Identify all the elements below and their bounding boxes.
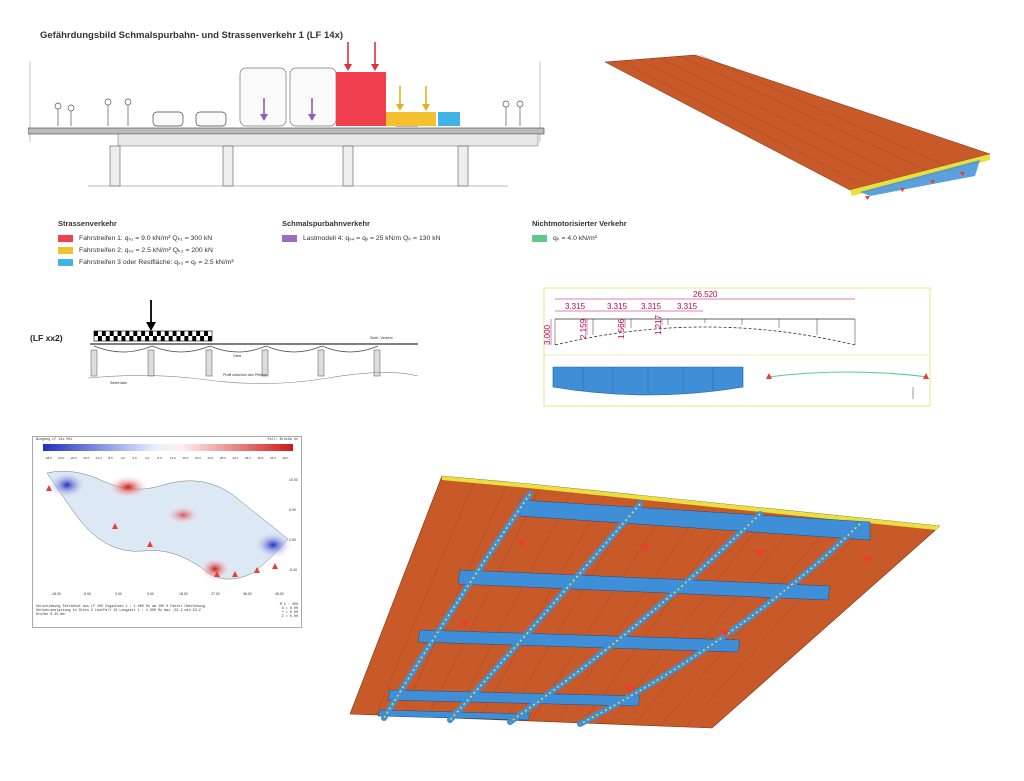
load-lane-3 (438, 112, 460, 126)
arch-dimension-drawing: 26.520 3.315 3.315 3.315 3.315 3.000 2.1… (543, 287, 931, 407)
scale-label: 32.0 (233, 456, 239, 460)
bridge-3d-underside-view (349, 475, 940, 729)
x-tick-label: -18.00 (51, 592, 61, 596)
scale-label: 24.0 (208, 456, 214, 460)
scale-label: 4.0 (145, 456, 150, 460)
plot-header-left: Biegung LF 14x M11 (36, 438, 73, 442)
y-tick-label: -5.00 (289, 568, 297, 572)
deck-3d-top-view (604, 54, 991, 200)
page-title: Gefährdungsbild Schmalspurbahn- und Stra… (40, 30, 344, 41)
legend-swatch (282, 234, 297, 242)
legend-label: Fahrstreifen 1: qₛ₁ = 9.0 kN/m² Qₖ₁ = 30… (79, 235, 213, 242)
y-tick-label: 10.00 (289, 478, 298, 482)
scale-label: -4.0 (120, 456, 126, 460)
plot-header-right: Fall: Brücke 4x (267, 438, 298, 442)
dim-span-4: 3.315 (677, 302, 698, 311)
label-fahrbahn: Seeb. Verkehr (370, 336, 394, 340)
dim-span-2: 3.315 (607, 302, 628, 311)
arch-stiffeners (383, 493, 861, 725)
scale-label: 12.0 (170, 456, 176, 460)
plot-footer-right-line: Z = 0.00 (281, 615, 298, 619)
load-arrows (260, 42, 430, 121)
scale-label: -16.0 (83, 456, 90, 460)
legend-swatch (58, 246, 73, 254)
x-tick-label: 0.00 (115, 592, 122, 596)
scale-label: 0.0 (133, 456, 138, 460)
legend-swatch (532, 234, 547, 242)
x-tick-label: 18.00 (179, 592, 188, 596)
color-scale-bar (43, 444, 293, 451)
legend-label: Fahrstreifen 3 oder Restfläche: qₛ₃ = qᵣ… (79, 259, 234, 266)
plot-footer-line: Verkehrsbelastung in Gleis 2 LastFall 10… (36, 609, 201, 613)
piers (109, 145, 469, 187)
scale-label: 44.0 (270, 456, 276, 460)
x-tick-label: -9.00 (83, 592, 91, 596)
scale-label: 16.0 (183, 456, 189, 460)
plot-footer-right-line: M 1 : 400 (279, 603, 298, 607)
legend-heading: Strassenverkehr (58, 219, 117, 228)
x-tick-label: 36.00 (243, 592, 252, 596)
scale-label: -8.0 (108, 456, 114, 460)
dim-height-2: 2.159 (579, 318, 588, 339)
dim-total: 26.520 (693, 290, 718, 299)
plot-footer-line: Stufen 6.35 mm (36, 613, 65, 617)
legend-strassenverkehr: Strassenverkehr Fahrstreifen 1: qₛ₁ = 9.… (58, 219, 234, 268)
legend-item: qₖ = 4.0 kN/m² (532, 232, 627, 244)
y-tick-label: 0.00 (289, 538, 296, 542)
plot-footer-right-line: Y = 0.00 (281, 611, 298, 615)
x-tick-label: 45.00 (275, 592, 284, 596)
dim-height-4: 1.217 (654, 314, 663, 335)
scale-label: 40.0 (258, 456, 264, 460)
cross-section-drawing (28, 42, 545, 187)
label-gleis: Gleis (233, 354, 241, 358)
legend-item: Fahrstreifen 2: qₛ₂ = 2.5 kN/m² Qₖ₂ = 20… (58, 244, 234, 256)
lf-label: (LF xx2) (30, 333, 63, 343)
legend-swatch (58, 258, 73, 266)
x-tick-label: 27.00 (211, 592, 220, 596)
supports (460, 540, 872, 693)
legend-heading: Schmalspurbahnverkehr (282, 219, 370, 228)
legend-schmalspurbahn: Schmalspurbahnverkehr Lastmodell 4: qₛ₄ … (282, 219, 441, 244)
bridge-elevation: Gleis Seebrücke Profil zwischen den Pfei… (88, 300, 419, 385)
legend-label: qₖ = 4.0 kN/m² (553, 235, 597, 242)
legend-label: Fahrstreifen 2: qₛ₂ = 2.5 kN/m² Qₖ₂ = 20… (79, 247, 213, 254)
legend-nichtmotorisiert: Nichtmotorisierter Verkehr qₖ = 4.0 kN/m… (532, 219, 627, 244)
scale-label: -24.0 (58, 456, 65, 460)
plot-footer-line: Verschiebung Sterbehut aus LF 100 Zugach… (36, 605, 205, 609)
pedestrian-icons (54, 98, 524, 126)
scale-label: -12.0 (95, 456, 102, 460)
legend-item: Lastmodell 4: qₛ₄ = qᵥ = 25 kN/m Qₖ = 13… (282, 232, 441, 244)
scale-label: 28.0 (220, 456, 226, 460)
transverse-girders (377, 499, 871, 721)
scale-label: 20.0 (195, 456, 201, 460)
label-profil: Profil zwischen den Pfeilern (223, 373, 267, 377)
load-lane-1 (336, 72, 386, 126)
plot-footer-right-line: X = 0.00 (281, 607, 298, 611)
contour-plot-panel: Biegung LF 14x M11 Fall: Brücke 4x -28.0… (32, 436, 302, 628)
scale-label: 8.0 (158, 456, 163, 460)
scale-label: 36.0 (245, 456, 251, 460)
y-tick-label: 5.00 (289, 508, 296, 512)
legend-item: Fahrstreifen 3 oder Restfläche: qₛ₃ = qᵣ… (58, 256, 234, 268)
legend-heading: Nichtmotorisierter Verkehr (532, 219, 627, 228)
dim-height-1: 3.000 (543, 324, 552, 345)
scale-label: 48.0 (283, 456, 289, 460)
scale-label: -20.0 (70, 456, 77, 460)
scale-label: -28.0 (45, 456, 52, 460)
dim-span-3: 3.315 (641, 302, 662, 311)
dim-height-3: 1.566 (617, 318, 626, 339)
legend-swatch (58, 234, 73, 242)
train-icons (239, 67, 337, 127)
load-lane-2 (386, 112, 436, 126)
label-seebrucke: Seebrücke (110, 381, 127, 385)
x-tick-label: 9.00 (147, 592, 154, 596)
legend-label: Lastmodell 4: qₛ₄ = qᵥ = 25 kN/m Qₖ = 13… (303, 235, 441, 242)
dim-span-1: 3.315 (565, 302, 586, 311)
deck-slab (28, 127, 545, 135)
legend-item: Fahrstreifen 1: qₛ₁ = 9.0 kN/m² Qₖ₁ = 30… (58, 232, 234, 244)
